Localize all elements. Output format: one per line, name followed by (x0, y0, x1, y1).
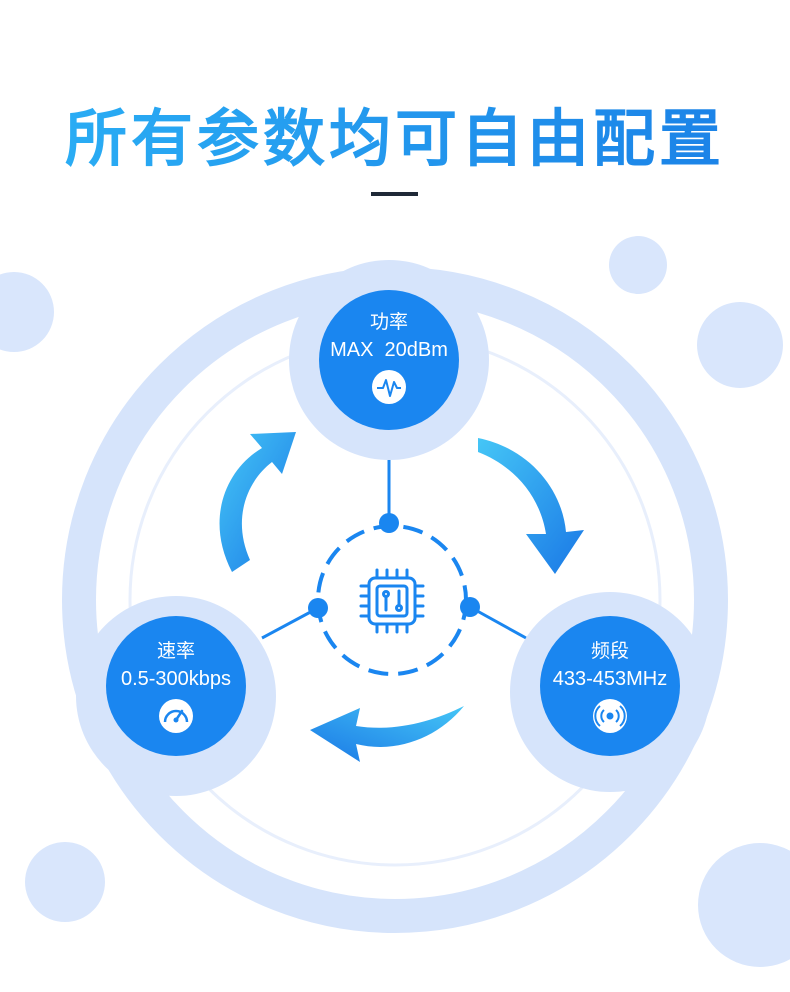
rate-node-text: 速率 0.5-300kbps (96, 639, 256, 693)
radio-signal-icon (593, 699, 627, 733)
rate-value: 0.5-300kbps (120, 668, 232, 690)
bubble-left-bottom (25, 842, 105, 922)
connector-dot-top (379, 513, 399, 533)
connector-right (469, 605, 527, 640)
bubble-right-mid (697, 302, 783, 388)
frequency-label: 频段 (590, 641, 629, 662)
speedometer-icon (159, 699, 193, 733)
arrow-bottom (310, 706, 464, 762)
center-dashed-circle (316, 524, 468, 676)
arrow-top-left (219, 432, 296, 572)
bubble-right-small (609, 236, 667, 294)
bubble-right-bottom (698, 843, 790, 967)
bubble-left-top (0, 272, 54, 352)
rate-node (106, 616, 246, 756)
frequency-node (540, 616, 680, 756)
title-underline (371, 192, 418, 196)
chip-icon (359, 568, 425, 634)
power-label: 功率 (369, 312, 408, 333)
power-node-text: 功率 MAX 20dBm (309, 310, 469, 364)
arrow-top-right (478, 438, 584, 574)
frequency-node-text: 频段 433-453MHz (530, 639, 690, 693)
frequency-value: 433-453MHz (552, 668, 668, 690)
connector-dot-left (308, 598, 328, 618)
power-node (319, 290, 459, 430)
pulse-waveform-icon (372, 370, 406, 404)
connector-dot-right (460, 597, 480, 617)
page-title: 所有参数均可自由配置 (0, 88, 790, 178)
power-value: MAX 20dBm (330, 339, 448, 361)
connector-left (261, 606, 319, 640)
rate-label: 速率 (156, 641, 195, 662)
